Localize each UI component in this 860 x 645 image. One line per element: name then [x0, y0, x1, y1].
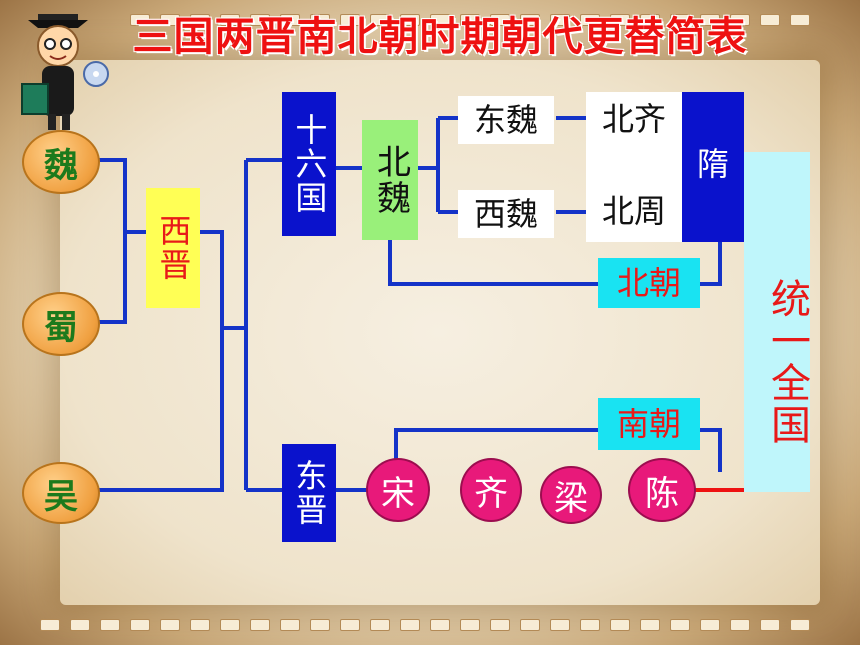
northern-qi-zhou-panel	[586, 92, 682, 242]
shu-circle: 蜀	[22, 292, 100, 356]
page-title: 三国两晋南北朝时期朝代更替简表	[132, 14, 748, 60]
northern-qi-label: 北齐	[601, 99, 666, 138]
chen-circle: 陈	[628, 458, 696, 522]
sui-box: 隋	[682, 92, 744, 242]
northern-zhou-label: 北周	[601, 191, 666, 230]
eastern-wei-box: 东魏	[458, 96, 554, 144]
unified-country-box: 统一全国	[744, 152, 810, 492]
southern-dynasties-box: 南朝	[598, 398, 700, 450]
wei-circle: 魏	[22, 130, 100, 194]
wu-circle: 吴	[22, 462, 100, 524]
qi-circle: 齐	[460, 458, 522, 522]
western-wei-box: 西魏	[458, 190, 554, 238]
scholar-mascot-icon	[21, 14, 109, 130]
film-strip-bottom	[0, 605, 860, 645]
western-jin-box: 西晋	[146, 188, 200, 308]
song-circle: 宋	[366, 458, 430, 522]
northern-dynasties-box: 北朝	[598, 258, 700, 308]
eastern-jin-box: 东晋	[282, 444, 336, 542]
film-strip-top	[0, 0, 860, 40]
sixteen-kingdoms-box: 十六国	[282, 92, 336, 236]
northern-wei-box: 北魏	[362, 120, 418, 240]
liang-circle: 梁	[540, 466, 602, 524]
